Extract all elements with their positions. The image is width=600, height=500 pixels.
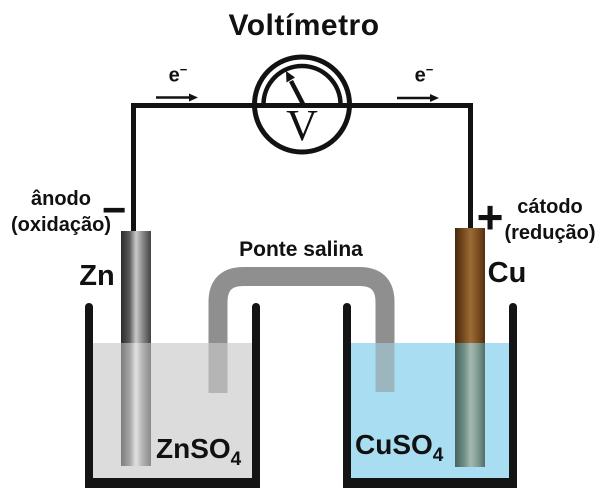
right-beaker-bottom: [343, 478, 517, 488]
copper-sulfate-formula: CuSO4: [355, 429, 443, 467]
electron-flow-label-left: e−: [160, 62, 196, 88]
salt-bridge-tube: [208, 267, 395, 393]
formula-subscript: 4: [230, 449, 242, 470]
electron-arrow-left-head-icon: [189, 93, 198, 102]
copper-label: Cu: [487, 257, 527, 289]
anode-polarity-sign: −: [101, 186, 127, 233]
formula-base: ZnSO: [156, 433, 231, 464]
left-beaker-left-wall: [85, 303, 93, 488]
anode-role-line2: (oxidação): [10, 214, 112, 236]
voltmeter-inner-arc: [261, 63, 343, 105]
electron-charge: −: [179, 62, 188, 77]
cathode-role-line2: (redução): [504, 222, 596, 244]
diagram-title: Voltímetro: [228, 9, 380, 42]
voltmeter-needle-head-icon: [286, 71, 295, 83]
wire: [131, 103, 473, 231]
left-beaker-bottom: [85, 478, 260, 488]
cathode-role-line1: cátodo: [517, 196, 583, 218]
cathode-polarity-sign: +: [476, 191, 504, 243]
anode-role-label: ânodo (oxidação): [2, 186, 120, 238]
copper-electrode-submerged: [455, 343, 485, 467]
zinc-sulfate-formula: ZnSO4: [156, 433, 241, 471]
formula-subscript: 4: [432, 445, 444, 466]
salt-bridge-left-arm-submerged: [208, 343, 228, 393]
anode-role-line1: ânodo: [31, 188, 91, 210]
zinc-electrode-submerged: [121, 343, 151, 466]
right-beaker-left-wall: [343, 303, 351, 488]
voltmeter-symbol: V: [286, 101, 318, 150]
electron-charge: −: [425, 62, 434, 77]
salt-bridge-right-arm-submerged: [375, 343, 395, 392]
electron-symbol: e: [414, 64, 426, 87]
electron-symbol: e: [168, 64, 180, 87]
salt-bridge-label: Ponte salina: [239, 238, 363, 261]
formula-base: CuSO: [355, 429, 433, 460]
left-beaker-right-wall: [252, 303, 260, 488]
zinc-label: Zn: [79, 260, 115, 292]
electron-flow-label-right: e−: [406, 62, 442, 88]
cathode-role-label: cátodo (redução): [494, 194, 600, 246]
zinc-electrode: [121, 231, 151, 343]
right-beaker-right-wall: [509, 303, 517, 488]
electron-arrow-right-head-icon: [430, 94, 439, 102]
copper-electrode: [455, 228, 485, 343]
voltmeter-needle-icon: [289, 79, 305, 106]
